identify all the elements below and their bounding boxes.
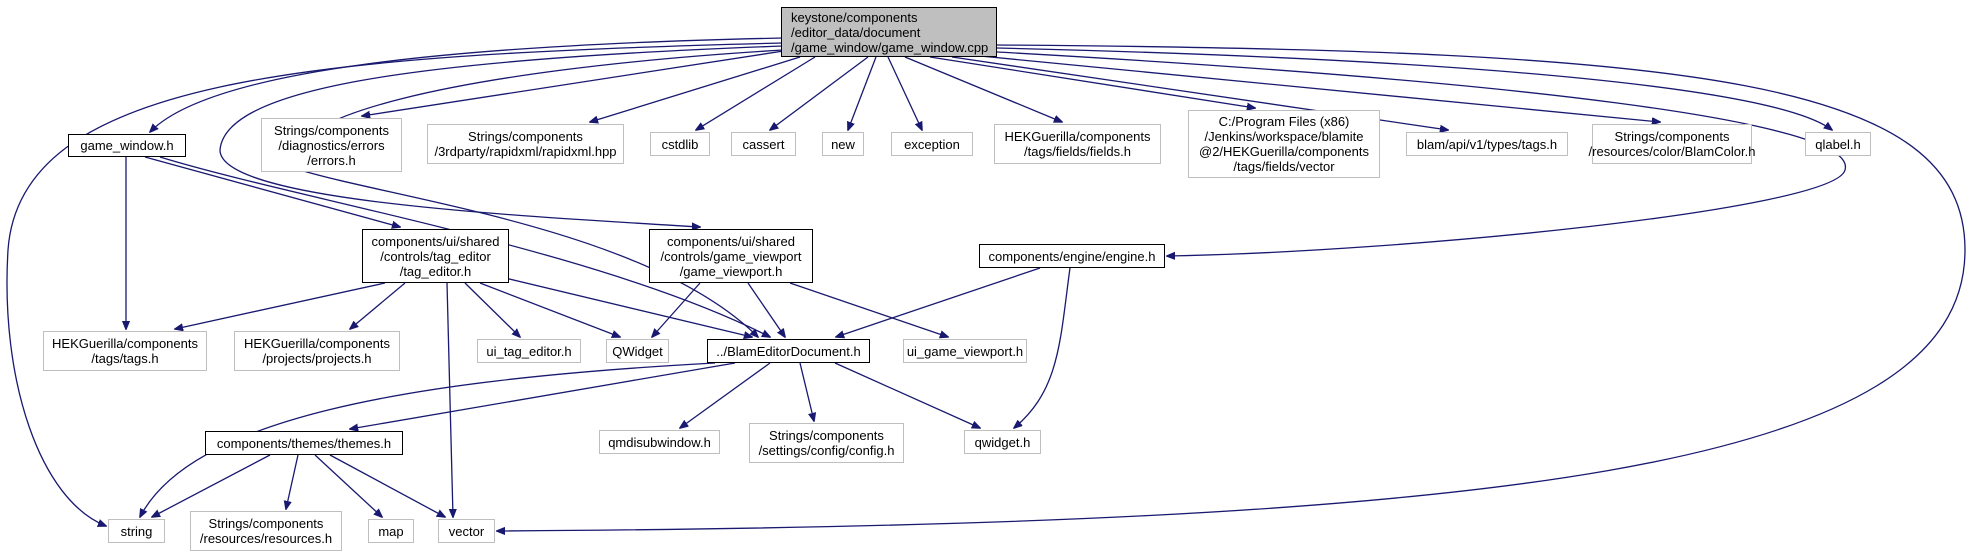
edge-gw-tag_editor_h: [144, 156, 400, 227]
node-string: string: [108, 519, 165, 543]
node-fields-h: HEKGuerilla/components /tags/fields/fiel…: [994, 124, 1161, 164]
edge-bed-themes_h: [350, 362, 736, 429]
edge-root-cstdlib: [696, 56, 816, 130]
node-game-window-cpp: keystone/components /editor_data/documen…: [781, 7, 997, 57]
node-ui-tag-editor-h: ui_tag_editor.h: [477, 339, 581, 363]
node-blam-tags-h: blam/api/v1/types/tags.h: [1406, 132, 1568, 156]
edge-root-cassert: [770, 56, 869, 130]
edge-root-string: [6, 42, 784, 526]
edge-root-vector: [497, 44, 1966, 531]
edge-te-ui_tag_editor_h: [464, 282, 520, 337]
node-tag-editor-h[interactable]: components/ui/shared /controls/tag_edito…: [362, 229, 509, 283]
edge-root-qlabel_h: [996, 47, 1832, 130]
edge-th-string: [152, 454, 271, 517]
edge-bed-qmdisubwindow_h: [680, 362, 771, 428]
node-resources-h: Strings/components /resources/resources.…: [190, 511, 342, 551]
node-new: new: [822, 132, 864, 156]
edge-te-qwidget_cap: [479, 282, 620, 337]
edge-root-blamcolor_h: [969, 54, 1660, 122]
node-hek-tags-h: HEKGuerilla/components /tags/tags.h: [43, 331, 207, 371]
node-config-h: Strings/components /settings/config/conf…: [749, 423, 904, 463]
node-vector: vector: [438, 519, 495, 543]
node-game-window-h[interactable]: game_window.h: [68, 134, 186, 157]
node-vector-path: C:/Program Files (x86) /Jenkins/workspac…: [1188, 110, 1380, 178]
node-cstdlib: cstdlib: [650, 132, 710, 156]
edge-root-fields_h: [904, 56, 1062, 122]
node-engine-h[interactable]: components/engine/engine.h: [979, 244, 1165, 268]
edge-root-errors_h: [362, 49, 791, 116]
edge-te-vector: [446, 282, 453, 517]
edge-th-resources_h: [286, 454, 299, 509]
node-game-viewport-h[interactable]: components/ui/shared /controls/game_view…: [649, 229, 813, 283]
edge-bed-config_h: [799, 362, 814, 421]
node-map: map: [368, 519, 414, 543]
edge-root-exception: [887, 56, 922, 130]
edge-te-hek_tags_h: [175, 282, 386, 329]
node-blam-editor-document-h[interactable]: ../BlamEditorDocument.h: [707, 339, 870, 363]
edge-en-qwidget_h: [1014, 267, 1071, 428]
edge-th-map: [314, 454, 382, 517]
node-cassert: cassert: [731, 132, 796, 156]
node-blamcolor-h: Strings/components /resources/color/Blam…: [1589, 124, 1755, 164]
edge-root-engine_h: [996, 51, 1846, 256]
node-qwidget-class: QWidget: [606, 339, 669, 363]
node-qmdisubwindow-h: qmdisubwindow.h: [599, 430, 720, 454]
node-themes-h[interactable]: components/themes/themes.h: [205, 431, 403, 455]
edge-bed-string: [140, 362, 716, 517]
edge-gv-blam_editor_document_h: [747, 282, 785, 337]
node-exception: exception: [891, 132, 973, 156]
edge-en-blam_editor_document_h: [836, 267, 1041, 337]
edge-root-blam_editor_document_h: [294, 49, 784, 337]
node-rapidxml-hpp: Strings/components /3rdparty/rapidxml/ra…: [427, 124, 624, 164]
edge-bed-qwidget_h: [834, 362, 980, 428]
node-errors-h: Strings/components /diagnostics/errors /…: [261, 118, 402, 172]
edge-root-vector_path: [929, 56, 1255, 108]
node-qlabel-h: qlabel.h: [1805, 132, 1871, 156]
edge-root-rapidxml_hpp: [590, 56, 801, 122]
edge-gv-qwidget_cap: [652, 282, 701, 337]
node-projects-h: HEKGuerilla/components /projects/project…: [234, 331, 400, 371]
edge-te-blam_editor_document_h: [504, 277, 752, 337]
edge-layer: [6, 37, 1966, 531]
edge-root-game_window_h: [150, 37, 784, 132]
edge-root-new: [848, 56, 877, 130]
edge-gv-ui_game_viewport_h: [789, 282, 948, 337]
edge-root-game_viewport_h: [219, 45, 784, 227]
edge-th-vector: [329, 454, 445, 517]
node-ui-game-viewport-h: ui_game_viewport.h: [903, 339, 1027, 363]
edge-te-projects_h: [350, 282, 406, 329]
node-qwidget-h: qwidget.h: [964, 430, 1041, 454]
